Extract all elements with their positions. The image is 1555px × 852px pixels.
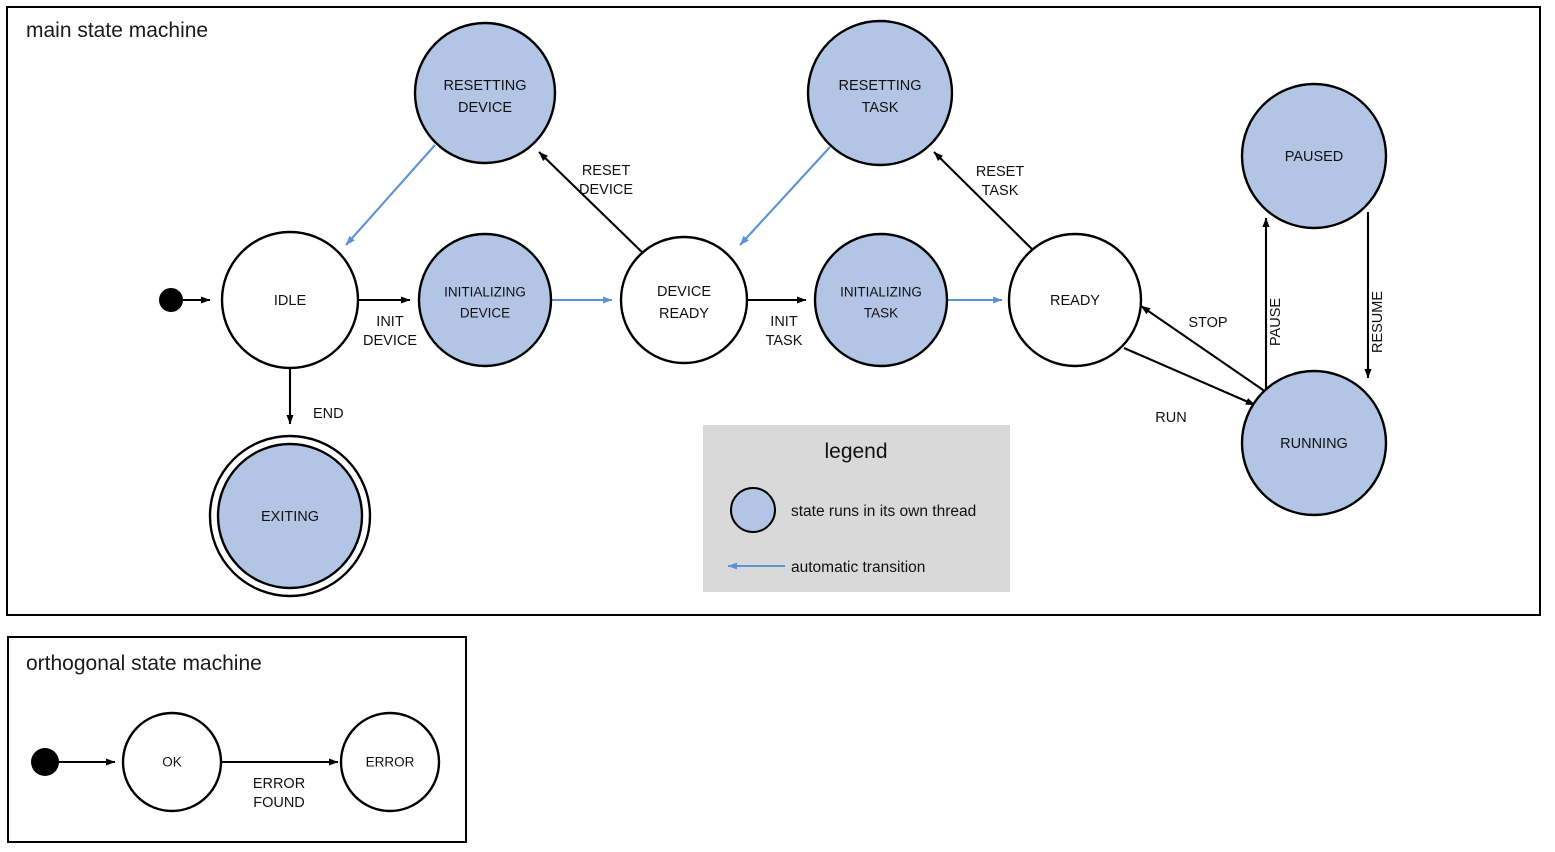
edge-label-line2: TASK <box>766 333 803 349</box>
transition-t-resettask: RESET TASK <box>933 151 1039 256</box>
state-label-line1: READY <box>1050 293 1100 309</box>
state-shape[interactable] <box>417 232 553 368</box>
state-node-ok[interactable]: OK <box>121 711 223 813</box>
transition-t-stop: STOP <box>1140 305 1267 393</box>
state-shape[interactable] <box>216 442 364 590</box>
state-label-line2: DEVICE <box>458 100 512 116</box>
edge-label-line1: PAUSE <box>1268 298 1284 346</box>
state-shape[interactable] <box>619 235 749 365</box>
transition-t-start-idle <box>159 288 211 312</box>
state-shape[interactable] <box>806 19 954 167</box>
state-node-initializing-task[interactable]: INITIALIZING TASK <box>813 232 949 368</box>
legend-item-thread-label: state runs in its own thread <box>791 503 976 520</box>
edge-label-line2: FOUND <box>253 795 305 811</box>
state-node-device-ready[interactable]: DEVICE READY <box>619 235 749 365</box>
state-shape[interactable] <box>220 230 360 370</box>
edge-label-line1: RESET <box>582 163 630 179</box>
initial-pseudostate-main <box>159 288 183 312</box>
edge-label-line1: RESUME <box>1370 291 1386 353</box>
state-label-line1: IDLE <box>274 293 307 309</box>
state-shape[interactable] <box>121 711 223 813</box>
state-shape[interactable] <box>1240 82 1388 230</box>
state-node-running[interactable]: RUNNING <box>1240 369 1388 517</box>
state-label-line2: TASK <box>862 100 899 116</box>
state-shape[interactable] <box>1240 369 1388 517</box>
state-label-line1: RESETTING <box>444 78 527 94</box>
orthogonal-state-machine-title: orthogonal state machine <box>26 652 262 675</box>
legend-thread-circle-icon <box>730 487 776 533</box>
transition-t-idle-exiting: END <box>286 368 344 425</box>
state-label-line2: DEVICE <box>460 306 510 321</box>
state-node-paused[interactable]: PAUSED <box>1240 82 1388 230</box>
edge-label-line1: INIT <box>770 314 798 330</box>
edge-label-line1: RESET <box>976 164 1024 180</box>
state-label-line1: ERROR <box>366 755 415 770</box>
main-state-machine-title: main state machine <box>26 19 208 42</box>
state-node-resetting-device[interactable]: RESETTING DEVICE <box>413 21 557 165</box>
initial-pseudostate-orthogonal <box>31 748 59 776</box>
state-node-error[interactable]: ERROR <box>339 711 441 813</box>
state-shape[interactable] <box>813 232 949 368</box>
transition-t-run: RUN <box>1123 347 1256 426</box>
edge-label-line1: ERROR <box>253 776 305 792</box>
state-label-line1: RUNNING <box>1280 436 1348 452</box>
edge-label-line2: DEVICE <box>363 333 417 349</box>
state-label-line1: OK <box>162 755 182 770</box>
transition-t-start-ok <box>31 748 116 776</box>
transition-t-resetdevice: RESET DEVICE <box>538 151 646 256</box>
edge-line <box>1123 347 1256 406</box>
edge-line <box>1140 305 1267 393</box>
legend-item-automatic-label: automatic transition <box>791 559 925 576</box>
state-shape[interactable] <box>1007 232 1143 368</box>
state-label-line2: TASK <box>864 306 898 321</box>
transition-t-idle-initdevice: INIT DEVICE <box>358 296 417 349</box>
edge-label-line1: END <box>313 406 344 422</box>
transition-t-ok-error: ERROR FOUND <box>221 758 339 811</box>
edge-label-line2: TASK <box>982 183 1019 199</box>
state-label-line1: EXITING <box>261 509 319 525</box>
edge-line <box>345 144 436 246</box>
edge-label-line1: STOP <box>1188 315 1227 331</box>
edge-line <box>933 151 1039 256</box>
transition-t-resettingtask-ready <box>739 146 831 246</box>
state-label-line1: DEVICE <box>657 284 711 300</box>
edge-label-line2: DEVICE <box>579 182 633 198</box>
state-node-ready[interactable]: READY <box>1007 232 1143 368</box>
edge-label-line1: INIT <box>376 314 404 330</box>
state-node-resetting-task[interactable]: RESETTING TASK <box>806 19 954 167</box>
legend-title: legend <box>824 440 887 463</box>
state-node-exiting[interactable]: EXITING <box>208 434 372 598</box>
state-shape[interactable] <box>339 711 441 813</box>
state-label-line1: PAUSED <box>1285 149 1344 165</box>
transition-t-resume: RESUME <box>1364 212 1386 379</box>
transition-t-resettingdevice-idle <box>345 144 436 246</box>
legend: legend state runs in its own thread auto… <box>703 425 1010 592</box>
edge-line <box>739 146 831 246</box>
edge-label-line1: RUN <box>1155 410 1186 426</box>
state-node-idle[interactable]: IDLE <box>220 230 360 370</box>
transition-t-inittask: INIT TASK <box>747 296 807 349</box>
state-label-line1: INITIALIZING <box>840 285 922 300</box>
state-label-line2: READY <box>659 306 709 322</box>
final-state-outer-ring <box>208 434 372 598</box>
state-label-line1: RESETTING <box>839 78 922 94</box>
state-shape[interactable] <box>413 21 557 165</box>
state-label-line1: INITIALIZING <box>444 285 526 300</box>
state-node-initializing-device[interactable]: INITIALIZING DEVICE <box>417 232 553 368</box>
edge-line <box>538 151 646 256</box>
